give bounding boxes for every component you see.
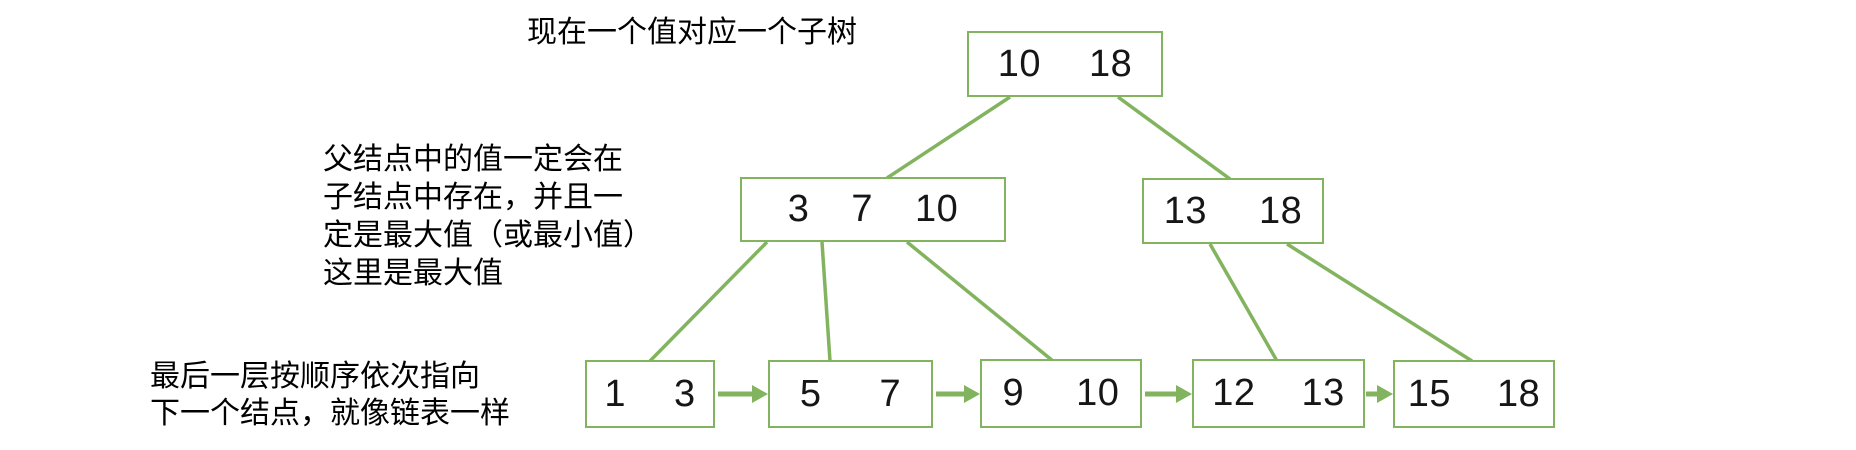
parent-note-line3: 定是最大值（或最小值）	[323, 219, 653, 252]
node-value: 10	[1076, 372, 1120, 414]
annotation-parent-note: 父结点中的值一定会在 子结点中存在，并且一 定是最大值（或最小值） 这里是最大值	[323, 141, 653, 293]
leaf-link-arrow-3-icon	[1145, 385, 1192, 403]
node-value: 12	[1212, 372, 1256, 414]
node-value: 7	[879, 372, 902, 415]
node-value: 18	[1497, 372, 1541, 415]
tree-leaf-5: 15 18	[1393, 360, 1555, 428]
edge-root-to-left-internal	[886, 95, 1011, 180]
leaf-link-arrow-2-icon	[936, 385, 980, 403]
node-value: 10	[915, 188, 959, 230]
bottom-note-line1: 最后一层按顺序依次指向	[150, 360, 480, 393]
node-value: 15	[1407, 372, 1451, 415]
edge-root-to-right-internal	[1116, 95, 1232, 181]
node-value: 13	[1163, 189, 1207, 232]
leaf-link-arrow-4-icon	[1366, 385, 1393, 403]
tree-leaf-4: 12 13	[1192, 359, 1365, 428]
edge-internal1-to-leaf1	[648, 240, 769, 363]
tree-node-internal-right: 13 18	[1142, 178, 1324, 244]
leaf-link-arrow-1-icon	[718, 385, 768, 403]
node-value: 18	[1259, 189, 1303, 232]
node-value: 3	[787, 188, 810, 230]
node-value: 9	[1002, 372, 1025, 414]
annotation-top: 现在一个值对应一个子树	[527, 14, 857, 52]
node-value: 7	[851, 188, 873, 230]
bottom-note-line2: 下一个结点，就像链表一样	[150, 397, 510, 430]
node-value: 18	[1089, 42, 1133, 85]
node-value: 13	[1301, 372, 1345, 414]
edge-internal2-to-leaf4	[1208, 243, 1279, 362]
node-value: 5	[799, 372, 822, 415]
tree-leaf-3: 9 10	[980, 359, 1142, 428]
parent-note-line4: 这里是最大值	[323, 257, 503, 290]
edge-internal1-to-leaf2	[820, 241, 832, 362]
tree-leaf-1: 1 3	[585, 360, 715, 428]
node-value: 10	[997, 42, 1041, 85]
edge-internal2-to-leaf5	[1286, 242, 1473, 363]
parent-note-line2: 子结点中存在，并且一	[323, 181, 623, 214]
edge-internal1-to-leaf3	[905, 240, 1055, 363]
node-value: 3	[674, 372, 696, 415]
parent-note-line1: 父结点中的值一定会在	[323, 143, 623, 176]
annotation-top-text: 现在一个值对应一个子树	[527, 16, 857, 49]
annotation-bottom-note: 最后一层按顺序依次指向 下一个结点，就像链表一样	[150, 358, 510, 432]
tree-node-root: 10 18	[967, 31, 1163, 97]
tree-leaf-2: 5 7	[768, 360, 933, 428]
tree-node-internal-left: 3 7 10	[740, 177, 1006, 242]
node-value: 1	[604, 372, 626, 415]
